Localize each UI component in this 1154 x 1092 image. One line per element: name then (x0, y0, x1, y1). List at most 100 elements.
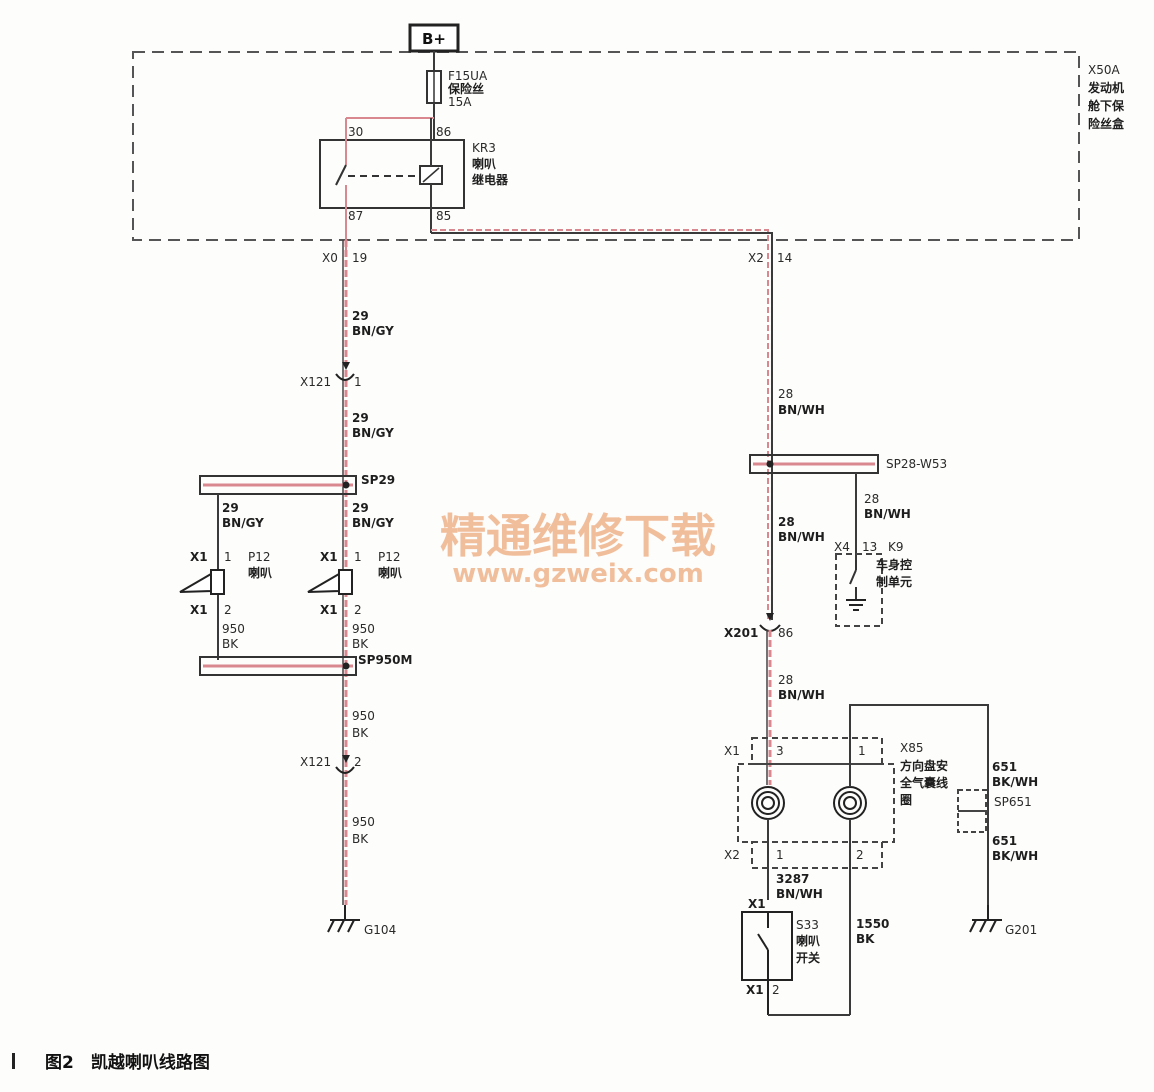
pin-1-clock: 1 (858, 744, 866, 758)
wire-85-right-red (431, 229, 769, 620)
splice-sp28 (749, 454, 879, 474)
x121-arrow-2 (342, 755, 350, 763)
splice-sp950m (199, 656, 357, 676)
wire-651-b: 651 (992, 834, 1017, 848)
caption-marker (12, 1053, 15, 1069)
clockspring-coil-right-icon (833, 786, 867, 820)
ground-g104-label: G104 (364, 923, 396, 937)
conn-x1-switch-top: X1 (748, 897, 766, 911)
wire-29-d: 29 (352, 501, 369, 515)
splice-sp28-node (766, 460, 774, 468)
wire-29-b: 29 (352, 411, 369, 425)
ground-g201-label: G201 (1005, 923, 1037, 937)
horn-switch-name-2: 开关 (796, 950, 820, 965)
pin-1-horn-l: 1 (224, 550, 232, 564)
relay-name-1: 喇叭 (472, 156, 496, 171)
wire-bnwh-b: BN/WH (778, 530, 825, 544)
x201-arrow (766, 613, 774, 621)
pin-1-x121: 1 (354, 375, 362, 389)
splice-sp950m-label: SP950M (358, 653, 412, 667)
watermark-url: www.gzweix.com (452, 559, 704, 589)
wire-29-a: 29 (352, 309, 369, 323)
wire-bngy-d: BN/GY (352, 516, 394, 530)
horn-switch-id: S33 (796, 918, 819, 932)
figure-caption: 图2 凯越喇叭线路图 (45, 1052, 210, 1073)
relay-switch (335, 164, 347, 186)
wire-bngy-c: BN/GY (222, 516, 264, 530)
horn-right-icon (307, 572, 340, 593)
horn-right-body (338, 569, 353, 595)
pin-19: 19 (352, 251, 367, 265)
fuse-box-id: X50A (1088, 63, 1120, 77)
wire-28-a: 28 (778, 387, 793, 401)
horn-left-icon (179, 572, 212, 593)
clockspring-id: X85 (900, 741, 924, 755)
relay-pin-85: 85 (436, 209, 451, 223)
relay-box (319, 139, 465, 209)
ground-g201-icon (969, 905, 1002, 933)
wire-85-right (431, 232, 773, 620)
fuse-rating: 15A (448, 95, 472, 109)
bcm-name-2: 制单元 (876, 574, 912, 589)
wire-1550-label: 1550 (856, 917, 889, 931)
conn-x1-horn-l-bot: X1 (190, 603, 208, 617)
splice-sp28-label: SP28-W53 (886, 457, 947, 471)
relay-pin-86: 86 (436, 125, 451, 139)
splice-sp29 (199, 475, 357, 495)
splice-sp29-label: SP29 (361, 473, 395, 487)
bcm-conn: X4 (834, 540, 850, 554)
wire-bnwh-a: BN/WH (778, 403, 825, 417)
splice-sp651-label: SP651 (994, 795, 1032, 809)
wire-bk-a: BK (222, 637, 239, 651)
horn-left-body (210, 569, 225, 595)
fuse-box-name-2: 舱下保 (1088, 98, 1125, 113)
horn-left-name: 喇叭 (248, 565, 272, 580)
conn-x0: X0 (322, 251, 338, 265)
fuse-box-name-3: 险丝盒 (1088, 116, 1125, 131)
wire-bk-e: BK (856, 932, 875, 946)
wire-28-c: 28 (864, 492, 879, 506)
pin-2-x121: 2 (354, 755, 362, 769)
wire-950-a: 950 (222, 622, 245, 636)
bcm-id: K9 (888, 540, 904, 554)
horn-right-name: 喇叭 (378, 565, 402, 580)
wire-bkwh-b: BK/WH (992, 849, 1038, 863)
wire-bk-c: BK (352, 726, 369, 740)
conn-x1-horn-r-top: X1 (320, 550, 338, 564)
conn-x2-clock: X2 (724, 848, 740, 862)
wire-bnwh-e: BN/WH (776, 887, 823, 901)
horn-right-id: P12 (378, 550, 401, 564)
pin-86: 86 (778, 626, 793, 640)
wire-950-b: 950 (352, 622, 375, 636)
clockspring-top-conn (751, 737, 883, 765)
wire-clock-ground (849, 704, 989, 905)
clockspring-coil-left-icon (751, 786, 785, 820)
pin-2-clock-bot: 2 (856, 848, 864, 862)
wire-950-c: 950 (352, 709, 375, 723)
conn-x1-horn-r-bot: X1 (320, 603, 338, 617)
horn-switch-name-1: 喇叭 (796, 933, 820, 948)
x121-connector-1 (335, 373, 355, 381)
wire-bkwh-a: BK/WH (992, 775, 1038, 789)
conn-x201: X201 (724, 626, 758, 640)
wire-bngy-a: BN/GY (352, 324, 394, 338)
x121-arrow-1 (342, 362, 350, 370)
fuse-id: F15UA (448, 69, 488, 83)
x121-connector-2 (335, 766, 355, 774)
wire-28-b: 28 (778, 515, 795, 529)
wire-bngy-b: BN/GY (352, 426, 394, 440)
relay-coil-mark (422, 167, 440, 183)
bcm-pin: 13 (862, 540, 877, 554)
bcm-switch (849, 569, 857, 585)
pin-2-horn-r: 2 (354, 603, 362, 617)
relay-id: KR3 (472, 141, 496, 155)
relay-pin-87: 87 (348, 209, 363, 223)
conn-x1-switch-bot: X1 (746, 983, 764, 997)
pin-14: 14 (777, 251, 792, 265)
bcm-outline (835, 553, 883, 627)
splice-sp29-node (342, 481, 350, 489)
splice-sp950m-node (342, 662, 350, 670)
pin-2-switch: 2 (772, 983, 780, 997)
